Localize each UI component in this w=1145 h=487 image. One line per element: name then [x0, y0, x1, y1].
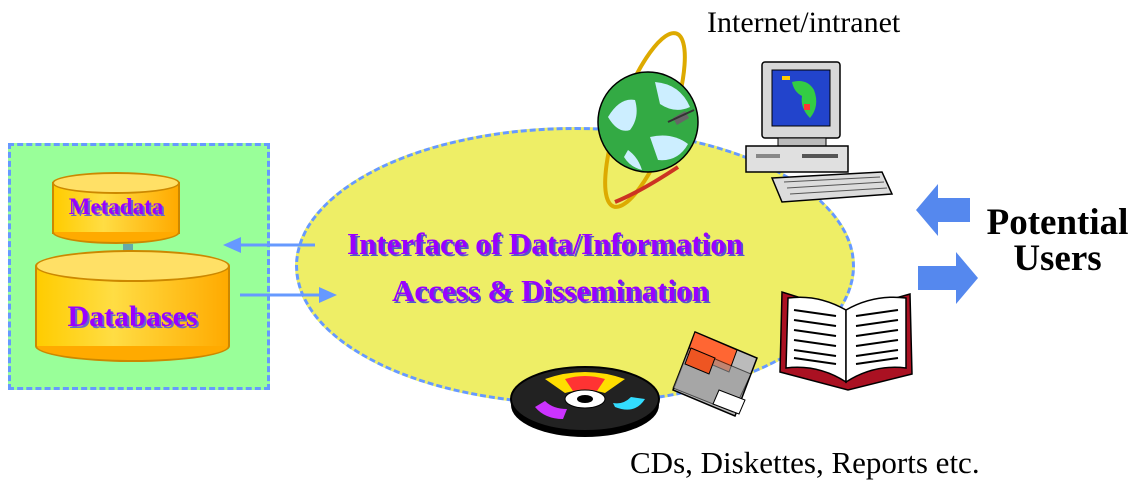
potential-users-label: Potential Users: [970, 202, 1145, 279]
globe-satellite-icon: [597, 31, 699, 209]
databases-label: Databases: [67, 300, 198, 333]
media-label: CDs, Diskettes, Reports etc.: [630, 445, 980, 480]
desktop-computer-icon: [745, 61, 894, 203]
arrow-to-databases-icon: [223, 237, 315, 253]
cd-disc-icon: [510, 366, 660, 437]
diskette-icon: [672, 331, 758, 417]
arrow-to-interface-icon: [240, 287, 337, 303]
arrow-from-users-icon: [916, 184, 970, 236]
open-book-icon: [779, 290, 913, 391]
interface-title-line2: Access & Dissemination: [392, 273, 709, 308]
arrow-to-users-icon: [918, 252, 978, 304]
panel-arrows: [223, 237, 337, 303]
users-label: Users: [1013, 238, 1102, 279]
metadata-cylinder-icon: [52, 172, 180, 244]
user-arrows: [916, 184, 978, 304]
metadata-label: Metadata: [68, 194, 164, 219]
interface-title-line1: Interface of Data/Information: [347, 226, 744, 261]
potential-label: Potential: [986, 202, 1129, 243]
internet-intranet-label: Internet/intranet: [707, 6, 901, 39]
databases-cylinder-icon: [35, 250, 230, 362]
interface-ellipse: [295, 127, 855, 405]
